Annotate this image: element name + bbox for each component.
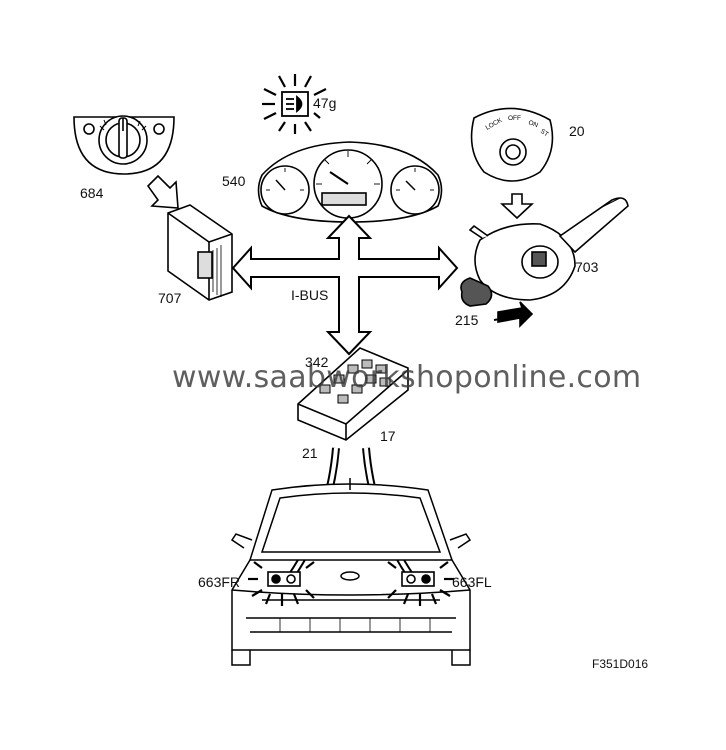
stalk-switch xyxy=(460,277,534,328)
ibus-cross-arrow xyxy=(231,214,459,356)
car-front xyxy=(230,478,472,666)
label-707: 707 xyxy=(158,290,182,306)
steering-module xyxy=(468,197,629,301)
label-215: 215 xyxy=(455,312,479,328)
label-663fl: 663FL xyxy=(452,574,492,590)
label-20: 20 xyxy=(569,123,585,139)
arrow-ignition-to-module xyxy=(499,193,535,220)
label-540: 540 xyxy=(222,173,246,189)
fog-light-right xyxy=(248,561,315,606)
label-17: 17 xyxy=(380,428,396,444)
instrument-cluster xyxy=(257,141,443,223)
ignition-on: ON xyxy=(527,119,539,129)
lamp-indicator xyxy=(262,74,327,134)
label-ibus: I-BUS xyxy=(291,287,329,303)
ignition-switch xyxy=(470,107,554,182)
rec-module xyxy=(297,347,409,441)
label-21: 21 xyxy=(302,445,318,461)
ignition-st: ST xyxy=(539,128,550,139)
arrow-switch-to-dicm xyxy=(146,174,179,209)
label-663fr: 663FR xyxy=(198,574,241,590)
label-703: 703 xyxy=(575,259,599,275)
label-342: 342 xyxy=(305,354,329,370)
headlight-switch xyxy=(73,115,175,175)
label-47g: 47g xyxy=(313,95,337,111)
figure-id: F351D016 xyxy=(592,657,649,671)
fog-light-left xyxy=(387,561,454,606)
label-684: 684 xyxy=(80,185,104,201)
ignition-off: OFF xyxy=(508,115,521,122)
dicm-module xyxy=(167,204,233,301)
watermark: www.saabworkshoponline.com xyxy=(172,360,642,395)
